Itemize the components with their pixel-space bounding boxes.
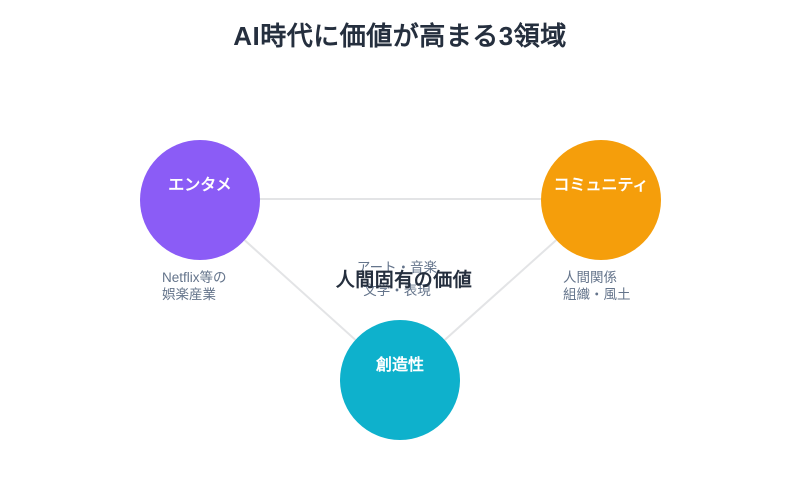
node-circle-community: コミュニティ (541, 140, 661, 260)
node-description-entertainment: Netflix等の 娯楽産業 (162, 270, 227, 303)
description-line: 娯楽産業 (162, 286, 216, 302)
node-label-community: コミュニティ (553, 177, 649, 194)
center-value-label: 人間固有の価値 (335, 270, 473, 291)
description-line: 文学・表現 (363, 283, 431, 298)
node-description-creativity: アート・音楽 文学・表現 (357, 256, 437, 302)
diagram-title: AI時代に価値が高まる3領域 (233, 21, 567, 51)
description-line: 組織・風土 (563, 286, 631, 302)
node-circle-entertainment: エンタメ (140, 140, 260, 260)
node-label-entertainment: エンタメ (168, 177, 232, 194)
node-description-community: 人間関係 組織・風土 (563, 270, 631, 303)
description-line: アート・音楽 (356, 260, 438, 275)
description-line: 人間関係 (563, 270, 617, 285)
description-line: Netflix等の (162, 270, 227, 285)
node-circle-creativity: 創造性 (340, 320, 460, 440)
node-label-creativity: 創造性 (375, 357, 424, 374)
